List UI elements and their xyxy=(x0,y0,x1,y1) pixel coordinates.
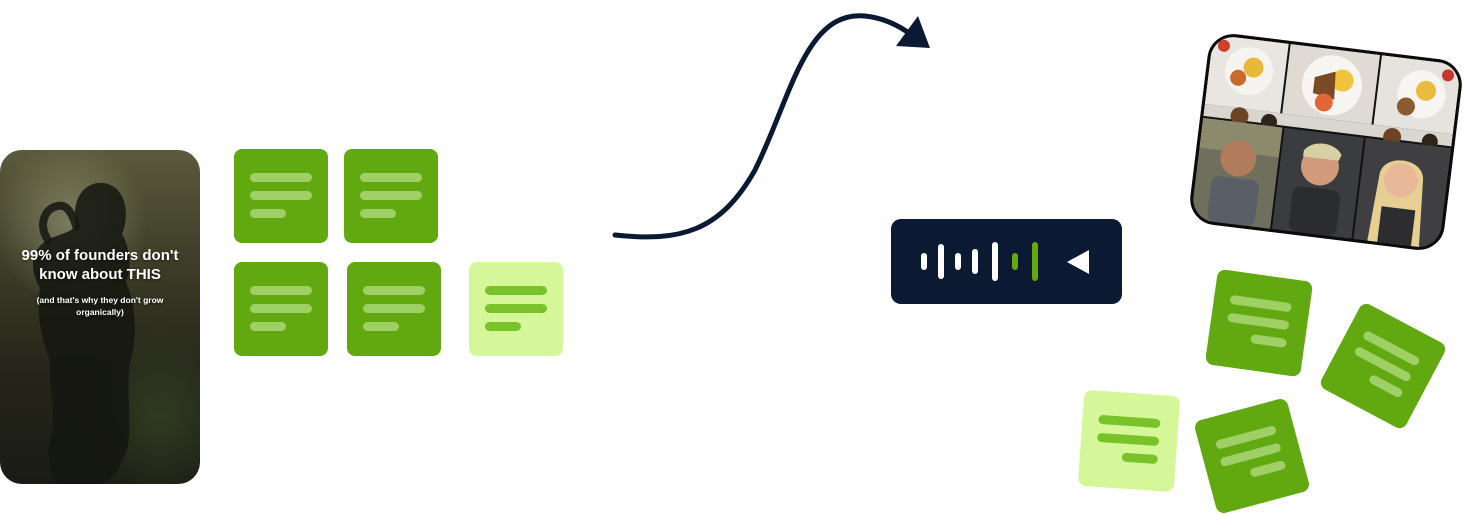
audio-player-chip[interactable] xyxy=(891,219,1122,304)
woman-selfie-image xyxy=(1353,137,1452,250)
video-headline: 99% of founders don't know about THIS xyxy=(21,247,179,283)
note-tile[interactable] xyxy=(1204,268,1314,378)
video-subline: (and that's why they don't grow organica… xyxy=(36,295,164,317)
note-tile-highlighted[interactable] xyxy=(469,262,563,356)
photo-collage xyxy=(1187,31,1465,253)
note-tile[interactable] xyxy=(234,262,328,356)
breakfast-plate-image xyxy=(1282,43,1381,125)
play-reverse-icon xyxy=(1067,250,1089,274)
curved-arrow-icon xyxy=(612,13,930,240)
video-caption: 99% of founders don't know about THIS (a… xyxy=(0,246,200,318)
audio-waveform-icon xyxy=(921,242,1089,281)
man-selfie-image xyxy=(1271,127,1364,239)
note-tile[interactable] xyxy=(1318,301,1448,431)
woman-silhouette-image xyxy=(33,182,135,484)
note-tile[interactable] xyxy=(347,262,441,356)
note-tile[interactable] xyxy=(1193,397,1311,515)
note-tile[interactable] xyxy=(344,149,438,243)
man-selfie-image xyxy=(1190,117,1283,229)
video-thumbnail[interactable]: 99% of founders don't know about THIS (a… xyxy=(0,150,200,484)
breakfast-plate-image xyxy=(1373,55,1462,135)
breakfast-plate-image xyxy=(1204,34,1289,114)
note-tile[interactable] xyxy=(234,149,328,243)
note-tile-highlighted[interactable] xyxy=(1077,389,1181,493)
